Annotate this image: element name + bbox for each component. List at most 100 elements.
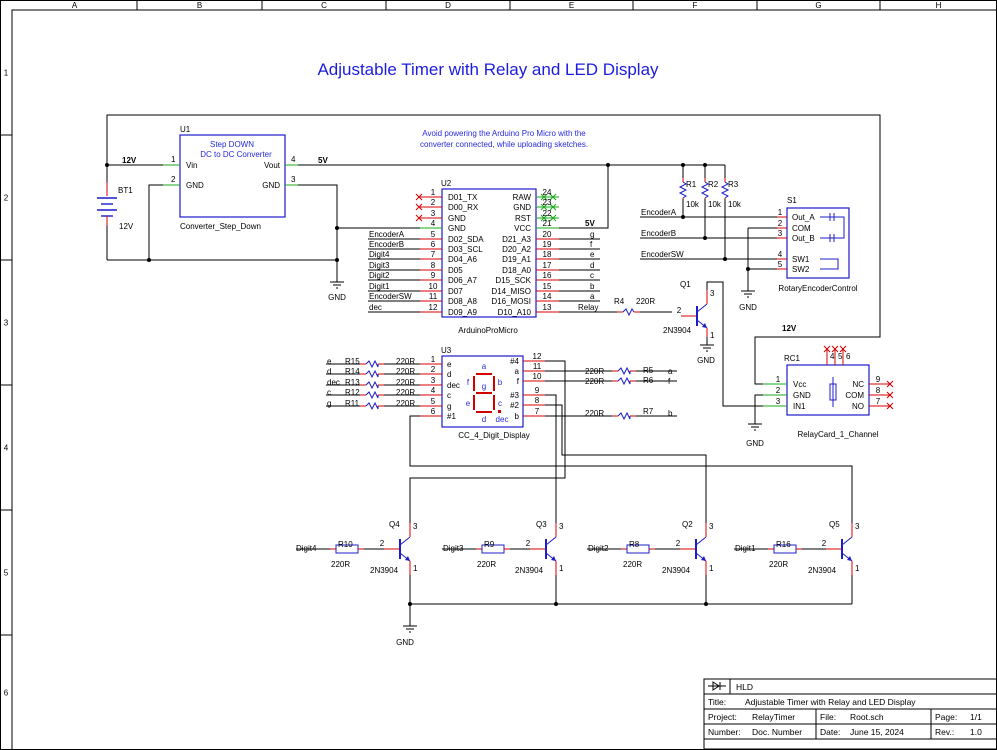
- transistor-pin: 3: [855, 522, 860, 531]
- segment-nets-right: 220R 220R 220R R5 R6 R7 a f b: [585, 366, 673, 418]
- u2-pin-number: 6: [431, 240, 436, 249]
- u2-pin-number: 5: [431, 230, 436, 239]
- column-ref: G: [815, 1, 821, 10]
- svg-text:e: e: [590, 250, 595, 259]
- pullup-resistor-group: [678, 178, 730, 199]
- row-ref: 5: [4, 569, 9, 578]
- s1-pin-number: 2: [778, 219, 783, 228]
- u3-pin-name: a: [515, 367, 520, 376]
- r10-ref: R10: [338, 540, 353, 549]
- svg-text:4: 4: [291, 155, 296, 164]
- svg-text:e: e: [327, 357, 332, 366]
- transistor-pin: 1: [709, 564, 714, 573]
- u2-pin-number: 18: [543, 250, 552, 259]
- u2-pin-number: 9: [431, 271, 436, 280]
- svg-text:220R: 220R: [396, 367, 415, 376]
- net-5v-label: 5V: [318, 156, 328, 165]
- u2-left-nets: EncoderA EncoderB Digit4 Digit3 Digit2 D…: [368, 230, 420, 313]
- u2-pin-name: D18_A0: [502, 266, 531, 275]
- transistor-pin: 2: [526, 539, 531, 548]
- u2-pin-name: D08_A8: [448, 297, 477, 306]
- r3-value: 10k: [728, 200, 742, 209]
- svg-text:R13: R13: [345, 378, 360, 387]
- display-wiring: [326, 308, 853, 536]
- q5-ref: Q5: [829, 520, 840, 529]
- u3-pin-name: g: [447, 402, 451, 411]
- svg-text:Digit1: Digit1: [369, 282, 390, 291]
- u3-pin-number: 8: [535, 396, 540, 405]
- s1-pin-name: COM: [792, 224, 811, 233]
- svg-text:f: f: [467, 378, 470, 387]
- column-ref: C: [321, 1, 327, 10]
- s1-pin-name: Out_B: [792, 234, 815, 243]
- display-u3: U3 CC_4_Digit_Display a f b g e c d dec …: [420, 346, 545, 440]
- svg-text:EncoderA: EncoderA: [641, 208, 677, 217]
- svg-text:d: d: [590, 261, 594, 270]
- r16-ref: R16: [776, 540, 791, 549]
- rc1-pin-number: 3: [776, 397, 781, 406]
- svg-text:b: b: [668, 409, 673, 418]
- u2-pin-number: 15: [543, 282, 552, 291]
- svg-text:2: 2: [171, 175, 176, 184]
- svg-text:1/1: 1/1: [970, 712, 982, 722]
- svg-text:R11: R11: [345, 399, 360, 408]
- svg-text:R15: R15: [345, 357, 360, 366]
- u2-pin-name: RAW: [513, 193, 532, 202]
- u3-pin-number: 2: [431, 365, 436, 374]
- s1-pin-name: SW1: [792, 255, 810, 264]
- svg-text:Project:: Project:: [708, 712, 737, 722]
- relay-card-rc1: RC1 RelayCard_1_Channel GND 1Vcc2GND3IN1…: [746, 345, 894, 448]
- u2-pin-name: D03_SCL: [448, 245, 483, 254]
- column-ref: A: [72, 1, 78, 10]
- row-ref: 3: [4, 319, 9, 328]
- u3-pin-name: #1: [447, 412, 456, 421]
- rc1-pin-name: Vcc: [793, 380, 806, 389]
- svg-text:S1: S1: [787, 196, 797, 205]
- u2-pin-number: 13: [543, 303, 552, 312]
- u3-pin-number: 10: [533, 372, 542, 381]
- q1-ref: Q1: [680, 280, 691, 289]
- pullup-resistors: EncoderA EncoderB EncoderSW: [640, 198, 777, 261]
- transistor-pin: 1: [559, 564, 564, 573]
- svg-text:Date:: Date:: [820, 727, 840, 737]
- q5-type: 2N3904: [808, 566, 837, 575]
- svg-text:Rev.:: Rev.:: [935, 727, 954, 737]
- rc1-top-pin: 6: [846, 352, 851, 361]
- battery-bt1: BT1 12V: [97, 182, 134, 231]
- r4-value: 220R: [636, 297, 655, 306]
- svg-text:EncoderB: EncoderB: [369, 240, 404, 249]
- svg-text:BT1: BT1: [118, 186, 133, 195]
- u3-pin-name: d: [447, 370, 451, 379]
- svg-text:GND: GND: [396, 638, 414, 647]
- svg-text:Converter_Step_Down: Converter_Step_Down: [180, 222, 261, 231]
- u3-pin-number: 1: [431, 355, 436, 364]
- rc1-pin-name: COM: [845, 391, 864, 400]
- svg-text:c: c: [498, 399, 502, 408]
- svg-text:RelayTimer: RelayTimer: [752, 712, 795, 722]
- svg-text:HLD: HLD: [736, 682, 753, 692]
- u3-pin-name: dec: [447, 381, 460, 390]
- s1-pin-name: Out_A: [792, 213, 815, 222]
- q4-ref: Q4: [389, 520, 400, 529]
- q3-type: 2N3904: [515, 566, 544, 575]
- title-block: HLD Title: Adjustable Timer with Relay a…: [703, 678, 997, 750]
- u2-pin-name: D10_A10: [498, 308, 532, 317]
- svg-text:Step DOWN: Step DOWN: [210, 140, 254, 149]
- svg-text:EncoderSW: EncoderSW: [641, 250, 684, 259]
- row-ref: 1: [4, 69, 9, 78]
- u2-pin-number: 4: [431, 219, 436, 228]
- power-wiring: [105, 114, 881, 385]
- rc1-pin-name: NO: [852, 402, 864, 411]
- u2-pin-number: 3: [431, 209, 436, 218]
- gnd-symbol-q1: GND: [697, 337, 715, 365]
- svg-text:c: c: [590, 271, 594, 280]
- u2-pin-name: D21_A3: [502, 235, 531, 244]
- transistor-pin: 1: [413, 564, 418, 573]
- q4-type: 2N3904: [370, 566, 399, 575]
- svg-text:Digit2: Digit2: [369, 271, 390, 280]
- q2-ref: Q2: [682, 520, 693, 529]
- column-ref: F: [693, 1, 698, 10]
- svg-text:RC1: RC1: [784, 354, 801, 363]
- column-ref: D: [445, 1, 451, 10]
